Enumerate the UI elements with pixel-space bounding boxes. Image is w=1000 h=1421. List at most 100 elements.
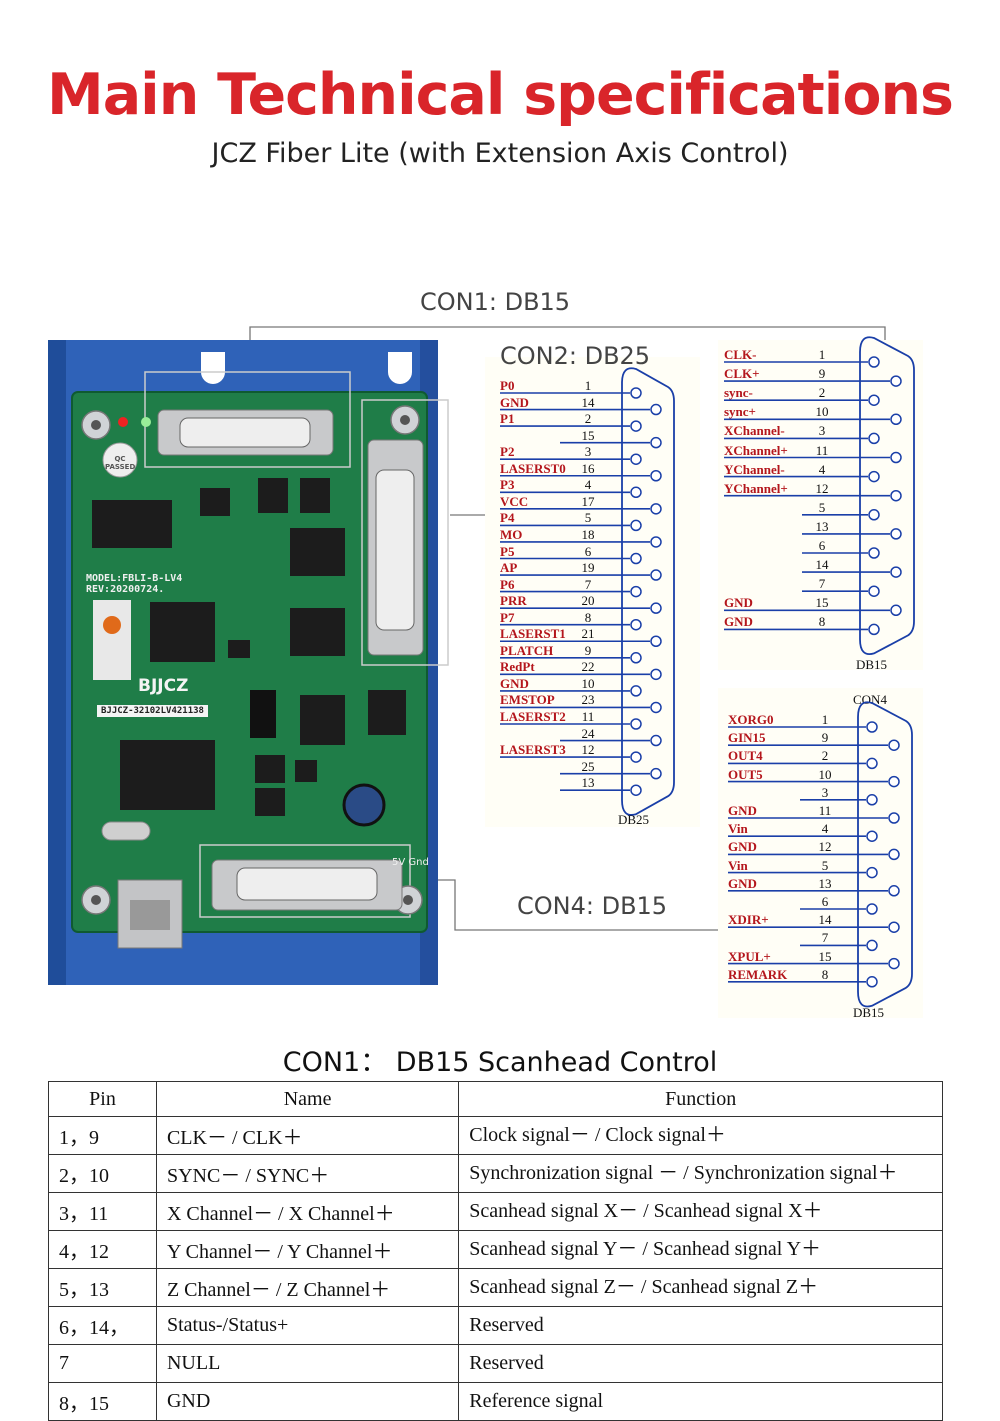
con1_diagram-pin-number: 2 [818,385,826,401]
con1_diagram-pin-number: 6 [818,538,826,553]
con2-pin-label: VCC [500,493,529,509]
con1_diagram-pin-contact [868,356,880,368]
cell-pin: 4，12 [48,1230,157,1269]
con1_diagram-pin-contact [890,604,902,617]
con2-pin-contact [650,470,662,482]
con2-pin-number: 18 [581,526,595,542]
con4_diagram-pin-label: OUT5 [728,766,763,782]
con1_diagram-pin-contact [890,489,902,502]
con2-pin-label: PLATCH [500,642,554,658]
con4_diagram-pin-contact [866,757,878,770]
con1_diagram-pin-number: 11 [815,442,829,458]
pcb-brand: BJJCZ [138,676,189,696]
cell-function: Reserved [458,1344,943,1383]
cell-pin: 1，9 [48,1116,157,1155]
con2-pin-label: PRR [500,593,527,609]
con2-pin-label: P3 [500,477,515,493]
con2-pin-label: LASERST1 [500,626,566,642]
con4_diagram-pin-number: 5 [821,857,829,873]
con4_diagram-pin-contact [866,866,878,879]
con2-pin-contact [650,436,662,449]
cell-name: NULL [155,1344,460,1383]
header-name: Name [155,1081,460,1117]
con2-pin-number: 17 [581,493,595,509]
con2-pin-contact [630,652,642,664]
cell-name: Z Channel－ / Z Channel＋ [155,1268,460,1307]
con4-caption: DB15 [853,1005,885,1020]
con1-caption: DB15 [856,657,888,672]
con2-pin-number: 10 [581,675,595,691]
con2-pin-contact [630,552,642,565]
con1_diagram-pin-number: 7 [818,576,826,592]
con1_diagram-pin-contact [868,432,880,445]
con1_diagram-pin-number: 15 [815,595,829,611]
con2-pin-contact [630,718,642,730]
con2-pin-number: 6 [584,543,592,559]
con1_diagram-pin-contact [890,375,902,387]
con2-pin-label: LASERST2 [500,709,566,724]
cell-function: Scanhead signal Z－ / Scanhead signal Z＋ [458,1268,943,1307]
con4_diagram-pin-label: GND [728,803,757,818]
con1_diagram-pin-contact [868,585,880,597]
cell-name: GND [155,1382,460,1421]
con4_diagram-pin-number: 14 [818,912,832,928]
con1_diagram-pin-contact [890,566,902,578]
cell-pin: 5，13 [48,1268,157,1307]
cell-name: X Channel－ / X Channel＋ [155,1192,460,1231]
con4_diagram-pin-number: 15 [818,948,832,964]
cell-name: CLK－ / CLK＋ [155,1116,460,1155]
con1_diagram-pin-contact [868,547,880,559]
con4_diagram-pin-number: 10 [818,766,832,782]
table-title: CON1： DB15 Scanhead Control [282,1047,718,1078]
cell-function: Reference signal [458,1382,943,1421]
con2-pin-label: P1 [500,411,515,427]
con1_diagram-pin-number: 1 [818,347,826,362]
con2-pin-contact [630,453,642,465]
con1_diagram-pin-number: 4 [818,461,826,477]
con4_diagram-pin-number: 13 [818,875,832,891]
con2-pin-label: P4 [500,510,515,526]
con2-pin-label: EMSTOP [500,692,555,708]
con1_diagram-pin-contact [868,509,880,521]
con1_diagram-pin-number: 14 [815,557,829,573]
con1_diagram-pin-label: XChannel- [724,423,785,439]
con2-pin-number: 4 [584,477,592,493]
cell-function: Synchronization signal － / Synchronizati… [458,1154,943,1193]
con2-caption: DB25 [618,812,650,827]
con1-panel [718,340,923,670]
con1_diagram-pin-label: sync+ [724,404,756,420]
label-gnd: Gnd [408,857,429,868]
con1_diagram-pin-contact [890,413,902,426]
con1_diagram-pin-number: 3 [818,423,826,439]
con1_diagram-pin-contact [890,528,902,540]
con2-pin-number: 7 [584,576,592,592]
con4_diagram-pin-label: GND [728,875,757,891]
con2-pin-contact [630,618,642,631]
con2-pin-label: AP [500,560,518,576]
con2-label: CON2: DB25 [500,342,651,370]
con4_diagram-pin-contact [888,957,900,970]
con2-pin-number: 20 [581,593,595,609]
cell-pin: 2，10 [48,1154,157,1193]
con1_diagram-pin-label: CLK- [724,347,757,362]
con1_diagram-pin-label: YChannel+ [724,480,788,496]
pcb-serial-label: BJJCZ-32102LV421138 [97,705,208,717]
con4_diagram-pin-number: 8 [821,966,829,982]
con4_diagram-pin-contact [888,885,900,897]
cell-function: Scanhead signal X－ / Scanhead signal X＋ [458,1192,943,1231]
con4_diagram-pin-contact [866,903,878,915]
con4_diagram-pin-contact [866,830,878,842]
cell-pin: 8，15 [48,1382,157,1421]
con2-pin-number: 9 [584,642,592,658]
con2-pin-contact [650,602,662,614]
con1_diagram-pin-contact [868,470,880,483]
pcb-model-text: MODEL:FBLI-B-LV4 REV:20200724. [86,573,182,595]
con2-pin-label: LASERST0 [500,460,566,476]
table-header-row: Pin Name Function [48,1081,943,1117]
con4_diagram-pin-contact [866,976,878,988]
con4_diagram-pin-contact [866,721,878,733]
con2-pin-number: 19 [581,560,595,576]
